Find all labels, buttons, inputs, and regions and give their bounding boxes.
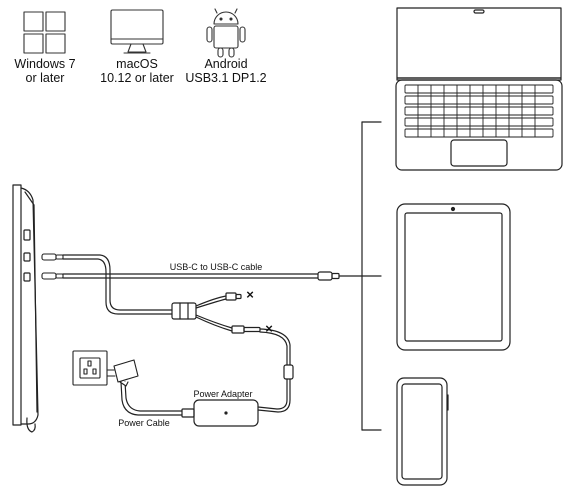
blocked-mark-2: × <box>265 321 273 336</box>
power-adapter <box>181 399 259 427</box>
os-label-windows: Windows 7 or later <box>4 57 86 85</box>
y-splitter-cable <box>62 254 261 334</box>
device-bracket <box>361 121 382 431</box>
android-robot-icon <box>206 8 246 58</box>
dc-power-cable <box>257 328 294 413</box>
power-cable-label: Power Cable <box>118 418 170 428</box>
os-label-android: Android USB3.1 DP1.2 <box>180 57 272 85</box>
os-label-macos-line2: 10.12 or later <box>100 71 174 85</box>
os-label-windows-line1: Windows 7 <box>14 57 76 71</box>
monitor-icon <box>110 9 164 54</box>
smartphone-icon <box>396 377 449 486</box>
power-cable <box>120 381 183 416</box>
os-label-macos: macOS 10.12 or later <box>87 57 187 85</box>
os-label-android-line2: USB3.1 DP1.2 <box>185 71 267 85</box>
os-label-android-line1: Android <box>204 57 248 71</box>
windows-logo-icon <box>23 11 66 54</box>
monitor-usb-c-plugs <box>41 253 64 280</box>
blocked-mark-1: × <box>246 287 254 302</box>
portable-monitor <box>12 184 39 433</box>
os-label-macos-line1: macOS <box>116 57 158 71</box>
usb-c-cable-label: USB-C to USB-C cable <box>170 262 263 272</box>
wall-outlet-icon <box>72 350 108 386</box>
usb-c-to-usb-c-cable <box>62 271 363 281</box>
tablet-icon <box>396 203 511 351</box>
laptop-icon <box>395 7 563 171</box>
power-adapter-label: Power Adapter <box>193 389 252 399</box>
power-plug-icon <box>106 359 139 387</box>
os-label-windows-line2: or later <box>25 71 65 85</box>
